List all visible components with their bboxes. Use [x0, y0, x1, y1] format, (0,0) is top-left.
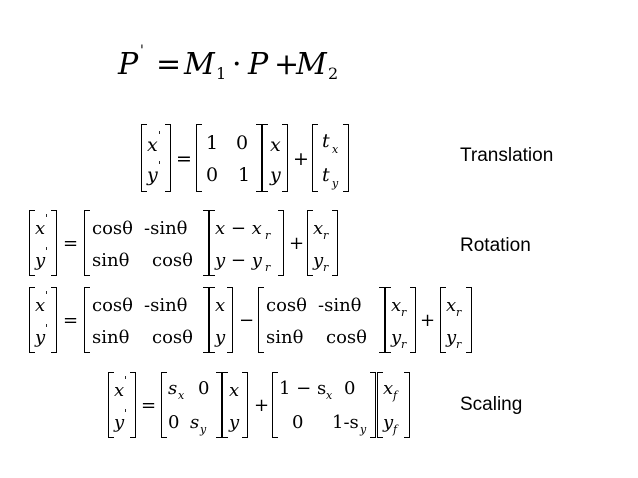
s-x: x	[229, 380, 240, 401]
r2-nsin: -sinθ	[144, 295, 188, 316]
formula-p: P	[248, 47, 269, 82]
r1-y-prime: y	[35, 250, 46, 271]
s-sy: s	[190, 412, 200, 433]
r2-minus: −	[239, 310, 255, 331]
t-m12: 0	[236, 132, 249, 154]
t-tx-sub: x	[332, 143, 339, 156]
s-y-prime-mark: '	[124, 407, 128, 420]
s-x-prime-mark: '	[124, 374, 128, 387]
r1-yr-sub: r	[265, 261, 271, 274]
r1-yr-sub-2: r	[323, 261, 329, 274]
s-y: y	[229, 412, 240, 433]
r2-xr-2: x	[446, 295, 457, 316]
r2-yr-2: y	[446, 327, 457, 348]
t-ty-sub: y	[332, 177, 339, 190]
label-rotation: Rotation	[460, 235, 531, 256]
s-sy-sub: y	[200, 423, 207, 436]
formula-dot: ·	[232, 47, 242, 82]
t-y-prime-mark: '	[158, 159, 162, 172]
r2-cos-2: cosθ	[152, 327, 193, 348]
r2-cos-1: cosθ	[92, 295, 133, 316]
r2-x: x	[215, 295, 226, 316]
r1-cos-2: cosθ	[152, 250, 193, 271]
r1-x-prime: x	[35, 218, 46, 239]
s-one-minus-sy: 1-s	[332, 412, 359, 433]
t-ty: t	[322, 164, 330, 186]
r2-cos-3: cosθ	[266, 295, 307, 316]
r2-xr-sub: r	[401, 306, 407, 319]
s-t21: 0	[292, 412, 304, 433]
t-y-prime: y	[147, 164, 158, 186]
r1-yr: y	[313, 250, 324, 271]
r1-x-prime-mark: '	[45, 212, 49, 225]
s-one-minus-sx-sub: x	[326, 389, 333, 402]
label-scaling: Scaling	[460, 394, 523, 415]
t-x-prime-mark: '	[158, 129, 162, 142]
s-yf-sub: f	[393, 423, 398, 436]
r2-yr: y	[391, 327, 402, 348]
s-xf: x	[383, 378, 394, 399]
s-xf-sub: f	[393, 389, 398, 402]
r1-xr-sub: r	[265, 229, 271, 242]
s-y-prime: y	[114, 412, 125, 433]
r1-equals: =	[63, 233, 79, 254]
formula-prime: '	[140, 43, 144, 59]
r2-sin-2: sinθ	[266, 327, 304, 348]
s-one-minus-sx: 1 − s	[279, 378, 327, 399]
r1-y-minus-yr: y − y	[215, 250, 262, 271]
r1-xr-sub-2: r	[323, 229, 329, 242]
r2-plus: +	[420, 310, 436, 331]
formula-plus: +	[274, 47, 300, 82]
formula-sub1: 1	[216, 64, 227, 83]
s-sx-sub: x	[178, 389, 185, 402]
label-translation: Translation	[460, 145, 554, 166]
t-x-prime: x	[147, 134, 158, 156]
s-m12: 0	[198, 378, 210, 399]
r1-plus: +	[289, 233, 305, 254]
s-equals: =	[141, 395, 157, 416]
r2-sin: sinθ	[92, 327, 130, 348]
r2-y-prime: y	[35, 327, 46, 348]
s-t12: 0	[344, 378, 356, 399]
r2-y: y	[215, 327, 226, 348]
t-m21: 0	[206, 164, 219, 186]
r1-x-minus-xr: x − x	[215, 218, 262, 239]
r2-y-prime-mark: '	[45, 322, 49, 335]
s-x-prime: x	[114, 380, 125, 401]
r2-x-prime: x	[35, 295, 46, 316]
r2-nsin-2: -sinθ	[318, 295, 362, 316]
s-sx: s	[168, 378, 178, 399]
formula-m1: M	[184, 47, 215, 82]
r2-equals: =	[63, 310, 79, 331]
formula-m2: M	[296, 47, 327, 82]
t-x: x	[270, 134, 281, 156]
r1-sin: sinθ	[92, 250, 130, 271]
r2-yr-sub: r	[401, 338, 407, 351]
formula-sub2: 2	[328, 64, 339, 83]
r1-y-prime-mark: '	[45, 245, 49, 258]
r2-xr: x	[391, 295, 402, 316]
s-plus: +	[254, 395, 270, 416]
r2-x-prime-mark: '	[45, 289, 49, 302]
s-one-minus-sy-sub: y	[360, 423, 367, 436]
t-equals: =	[176, 148, 192, 170]
r2-xr-2-sub: r	[456, 306, 462, 319]
formula-p-prime: P	[118, 47, 139, 82]
s-yf: y	[383, 412, 394, 433]
r2-yr-2-sub: r	[456, 338, 462, 351]
t-m22: 1	[238, 164, 251, 186]
t-y: y	[270, 164, 281, 186]
t-m11: 1	[206, 132, 219, 154]
s-m21: 0	[168, 412, 180, 433]
r1-xr: x	[313, 218, 324, 239]
t-plus: +	[293, 148, 309, 170]
formula-equals: =	[156, 47, 182, 82]
r2-cos-4: cosθ	[326, 327, 367, 348]
r1-nsin: -sinθ	[144, 218, 188, 239]
t-tx: t	[322, 130, 330, 152]
r1-cos-1: cosθ	[92, 218, 133, 239]
